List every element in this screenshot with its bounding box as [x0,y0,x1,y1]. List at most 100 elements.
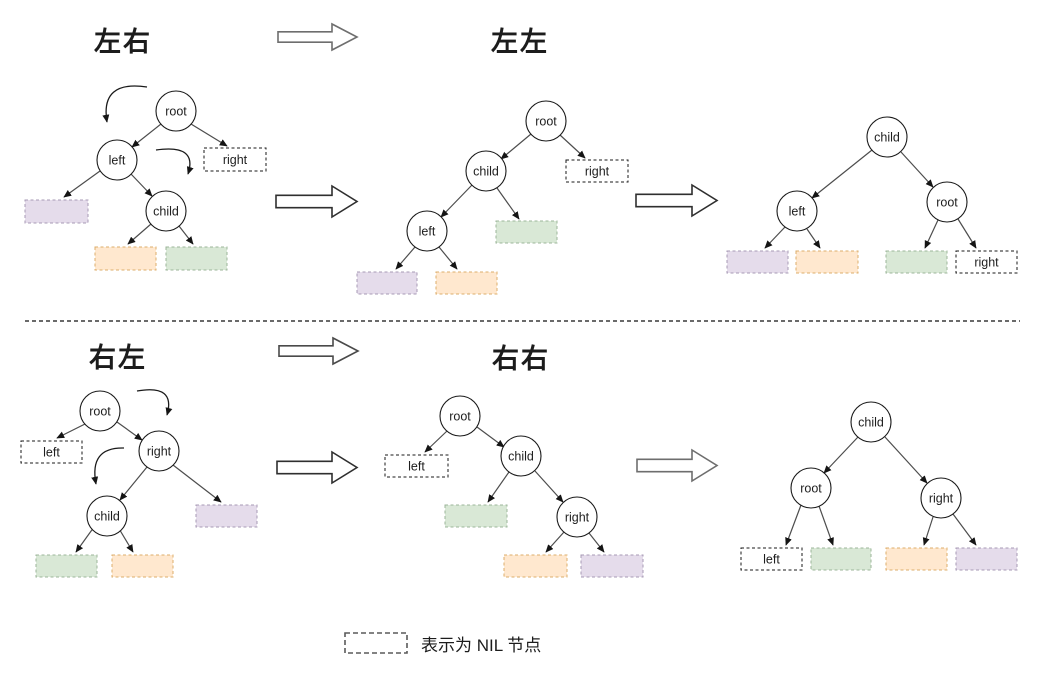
tree-node-label: right [929,492,954,506]
tree-node-label: left [789,205,806,219]
tree-node-root [926,181,968,223]
rotation-curve-arrow [136,389,173,416]
nil-node-label: left [43,446,60,460]
tree-node-label: child [858,416,884,430]
tree-node-label: child [473,165,499,179]
edge-arrow [811,149,873,199]
tree-node-root [525,100,567,142]
purple-leaf-box [726,250,789,274]
orange-leaf-box [795,250,859,274]
purple-leaf-box [24,199,89,224]
edge-arrow [395,246,416,270]
edge-arrow [922,516,934,546]
transform-arrow [277,22,359,52]
transform-arrow [276,450,359,485]
tree-node-right [920,477,962,519]
edge-arrow [172,464,222,503]
edge-arrow [823,436,859,474]
edge-arrow [545,531,565,553]
tree-node-left [406,210,448,252]
tree-node-right [556,496,598,538]
edge-arrow [56,423,86,439]
tree-node-child [465,150,507,192]
edge-arrow [957,218,977,249]
nil-node-label: right [974,256,999,270]
tree-node-left [776,190,818,232]
tree-node-label: root [800,482,822,496]
tree-node-label: right [565,511,590,525]
edge-arrow [818,505,834,546]
legend-nil-box [344,632,408,654]
tree-node-child [866,116,908,158]
rotation-curve-arrow [91,447,125,485]
legend-label: 表示为 NIL 节点 [421,636,542,655]
edge-arrow [487,471,510,503]
edge-arrow [476,426,505,448]
tree-node-root [790,467,832,509]
tree-node-right [138,430,180,472]
tree-node-label: child [153,205,179,219]
edge-arrow [116,421,143,441]
section-title-left-left: 左左 [491,27,549,57]
green-leaf-box [165,246,228,271]
nil-node-box [565,159,629,183]
edge-arrow [63,170,101,198]
edge-arrow [559,134,586,159]
purple-leaf-box [195,504,258,528]
tree-node-root [439,395,481,437]
tree-node-label: left [109,154,126,168]
edge-arrow [806,228,821,249]
purple-leaf-box [955,547,1018,571]
edge-arrow [785,504,802,546]
edge-arrow [190,123,228,147]
edge-arrow [588,532,605,553]
edge-arrow [119,466,148,501]
orange-leaf-box [111,554,174,578]
nil-node-label: right [223,153,248,167]
edge-arrow [131,123,162,148]
tree-node-child [500,435,542,477]
green-leaf-box [495,220,558,244]
edge-arrow [178,225,194,245]
tree-node-child [850,401,892,443]
nil-node-box [20,440,83,464]
nil-node-label: right [585,165,610,179]
tree-node-label: root [449,410,471,424]
green-leaf-box [444,504,508,528]
tree-node-root [79,390,121,432]
green-leaf-box [885,250,948,274]
section-title-left-right: 左右 [94,27,152,57]
edge-arrow [130,173,153,197]
nil-node-box [955,250,1018,274]
edge-arrow [900,151,934,188]
tree-node-label: root [535,115,557,129]
tree-node-label: right [147,445,172,459]
tree-node-label: child [874,131,900,145]
edge-arrow [424,430,448,453]
orange-leaf-box [885,547,948,571]
rotation-curve-arrow [102,85,148,123]
nil-node-box [384,454,449,478]
edge-arrow [127,223,152,245]
tree-node-root [155,90,197,132]
orange-leaf-box [94,246,157,271]
transform-arrow [635,183,719,218]
tree-node-label: child [94,510,120,524]
section-title-right-left: 右左 [89,343,147,373]
nil-node-box [740,547,803,571]
tree-node-label: root [89,405,111,419]
tree-node-child [145,190,187,232]
edge-arrow [440,184,473,218]
transform-arrow [275,184,359,219]
transform-arrow [278,336,360,366]
tree-node-child [86,495,128,537]
edge-arrow [75,526,95,553]
orange-leaf-box [435,271,498,295]
edge-arrow [496,187,520,220]
